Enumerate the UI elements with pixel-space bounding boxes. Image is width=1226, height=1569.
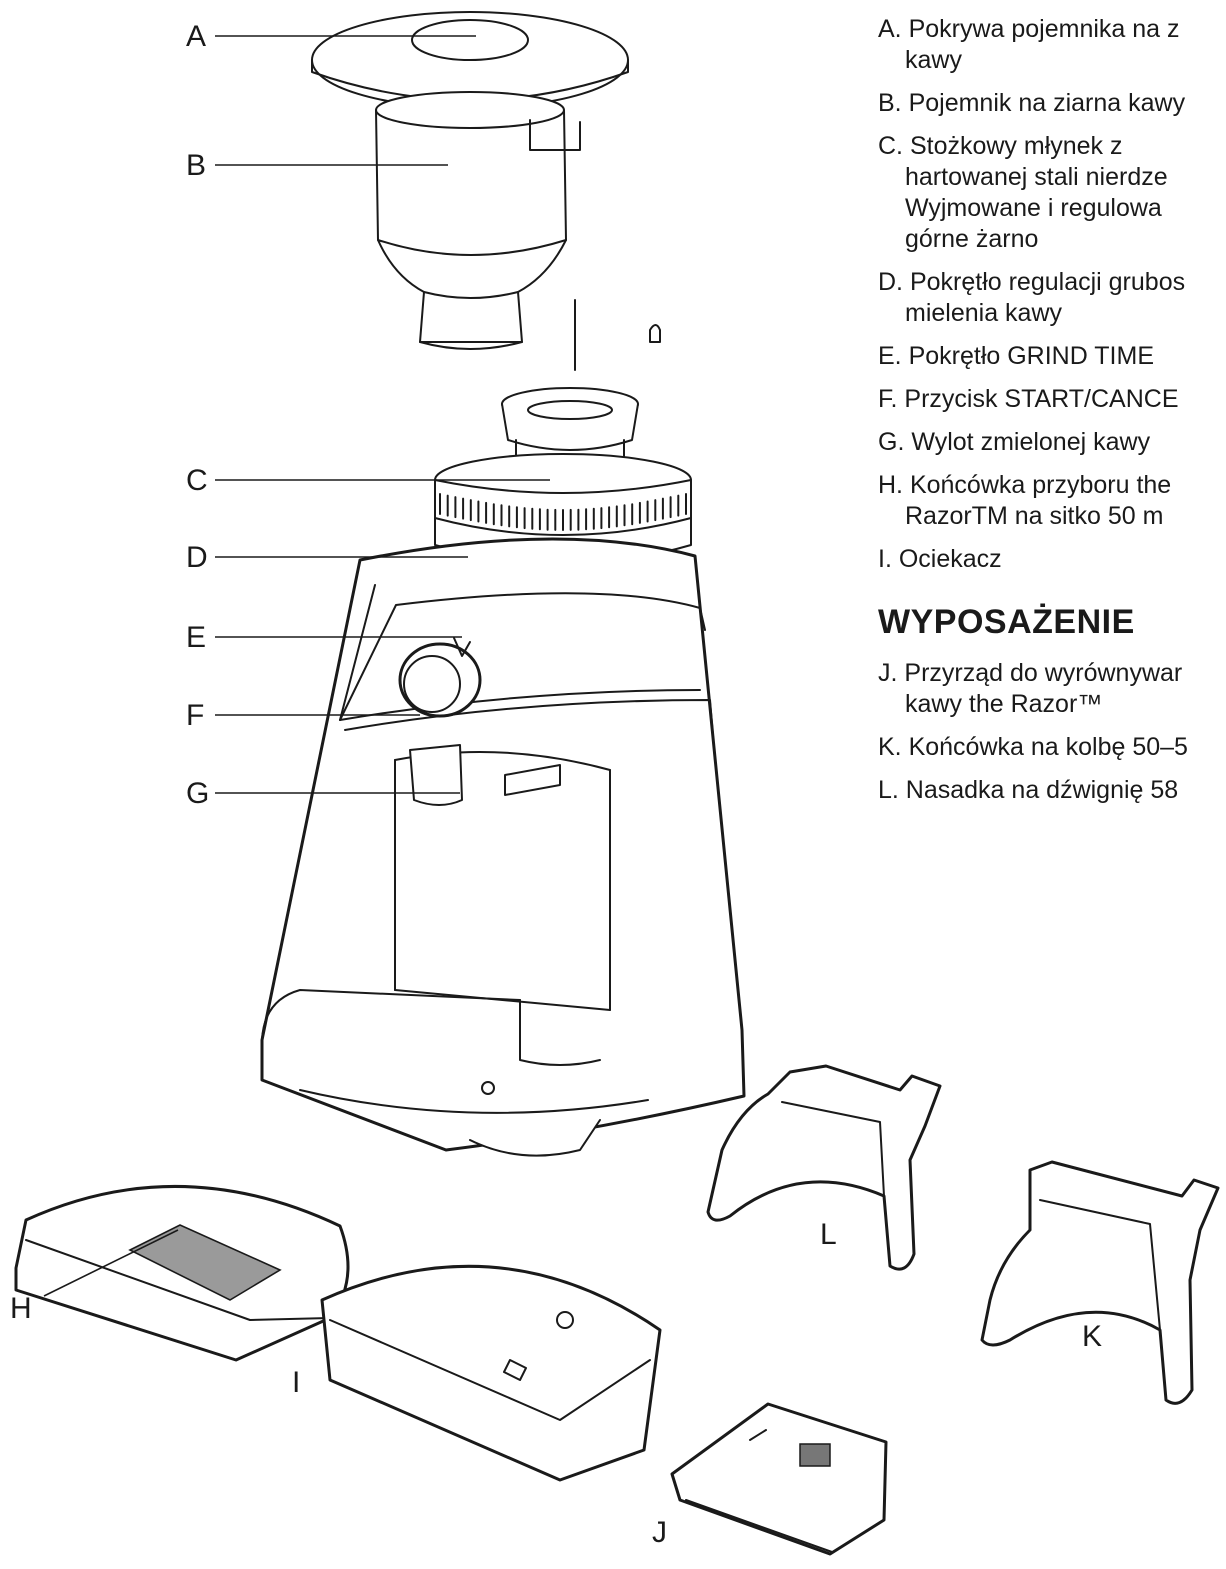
legend-item-line: L. Nasadka na dźwignię 58 [878, 776, 1179, 804]
legend-item-line: A. Pokrywa pojemnika na z [878, 15, 1180, 43]
accessories-heading: WYPOSAŻENIE [878, 603, 1135, 641]
legend-item: F. Przycisk START/CANCE [878, 384, 1226, 415]
drip-tray [320, 1264, 662, 1482]
callout-h: H [10, 1292, 32, 1325]
legend-item-line: F. Przycisk START/CANCE [878, 385, 1179, 413]
coffee-outlet [409, 744, 561, 806]
legend-item-line: B. Pojemnik na ziarna kawy [878, 89, 1186, 117]
razor-tool-holder [14, 1184, 350, 1362]
callout-a: A [186, 20, 206, 53]
legend-item: I. Ociekacz [878, 544, 1226, 575]
legend-item: K. Końcówka na kolbę 50–5 [878, 732, 1226, 763]
legend-item: C. Stożkowy młynek z hartowanej stali nie… [878, 131, 1226, 255]
legend-item: A. Pokrywa pojemnika na z kawy [878, 14, 1226, 76]
lever-cap-l [706, 1064, 942, 1271]
callout-k: K [1082, 1320, 1102, 1353]
callout-d: D [186, 541, 208, 574]
legend-item: L. Nasadka na dźwignię 58 [878, 775, 1226, 806]
bean-hopper [375, 91, 661, 371]
legend-item-line: J. Przyrząd do wyrównywar [878, 659, 1183, 687]
callout-c: C [186, 464, 208, 497]
legend-item-line: RazorTM na sitko 50 m [905, 502, 1164, 530]
legend-item-line: Wyjmowane i regulowa [905, 194, 1162, 222]
legend-item: D. Pokrętło regulacji grubos mielenia kaw… [878, 267, 1226, 329]
legend-item-line: H. Końcówka przyboru the [878, 471, 1172, 499]
legend-item-line: K. Końcówka na kolbę 50–5 [878, 733, 1188, 761]
portafilter-cradle-k [980, 1160, 1220, 1405]
legend-item: B. Pojemnik na ziarna kawy [878, 88, 1226, 119]
legend-item-line: mielenia kawy [905, 299, 1063, 327]
callout-g: G [186, 777, 209, 810]
legend-item-line: I. Ociekacz [878, 545, 1002, 573]
legend-item-line: kawy [905, 46, 962, 74]
legend-item: E. Pokrętło GRIND TIME [878, 341, 1226, 372]
callout-labels: A B C D E F G H I J K L [10, 20, 1102, 1549]
razor-leveller [670, 1402, 888, 1556]
callout-l: L [820, 1218, 837, 1251]
grinder-body [260, 537, 746, 1157]
legend-item-line: C. Stożkowy młynek z [878, 132, 1123, 160]
legend-item-line: hartowanej stali nierdze [905, 163, 1168, 191]
grind-time-dial [398, 637, 482, 718]
parts-legend: A. Pokrywa pojemnika na z kawy B. Pojemnik… [878, 14, 1226, 818]
legend-item: G. Wylot zmielonej kawy [878, 427, 1226, 458]
callout-b: B [186, 149, 206, 182]
legend-item-line: kawy the Razor™ [905, 690, 1103, 718]
legend-item-line: G. Wylot zmielonej kawy [878, 428, 1151, 456]
callout-j: J [652, 1516, 667, 1549]
callout-f: F [186, 699, 204, 732]
legend-item: J. Przyrząd do wyrównywar kawy the Razor™ [878, 658, 1226, 720]
leader-lines [43, 35, 550, 1297]
callout-e: E [186, 621, 206, 654]
legend-item-line: E. Pokrętło GRIND TIME [878, 342, 1154, 370]
legend-item-line: górne żarno [905, 225, 1039, 253]
callout-i: I [292, 1366, 300, 1399]
legend-item-line: D. Pokrętło regulacji grubos [878, 268, 1186, 296]
